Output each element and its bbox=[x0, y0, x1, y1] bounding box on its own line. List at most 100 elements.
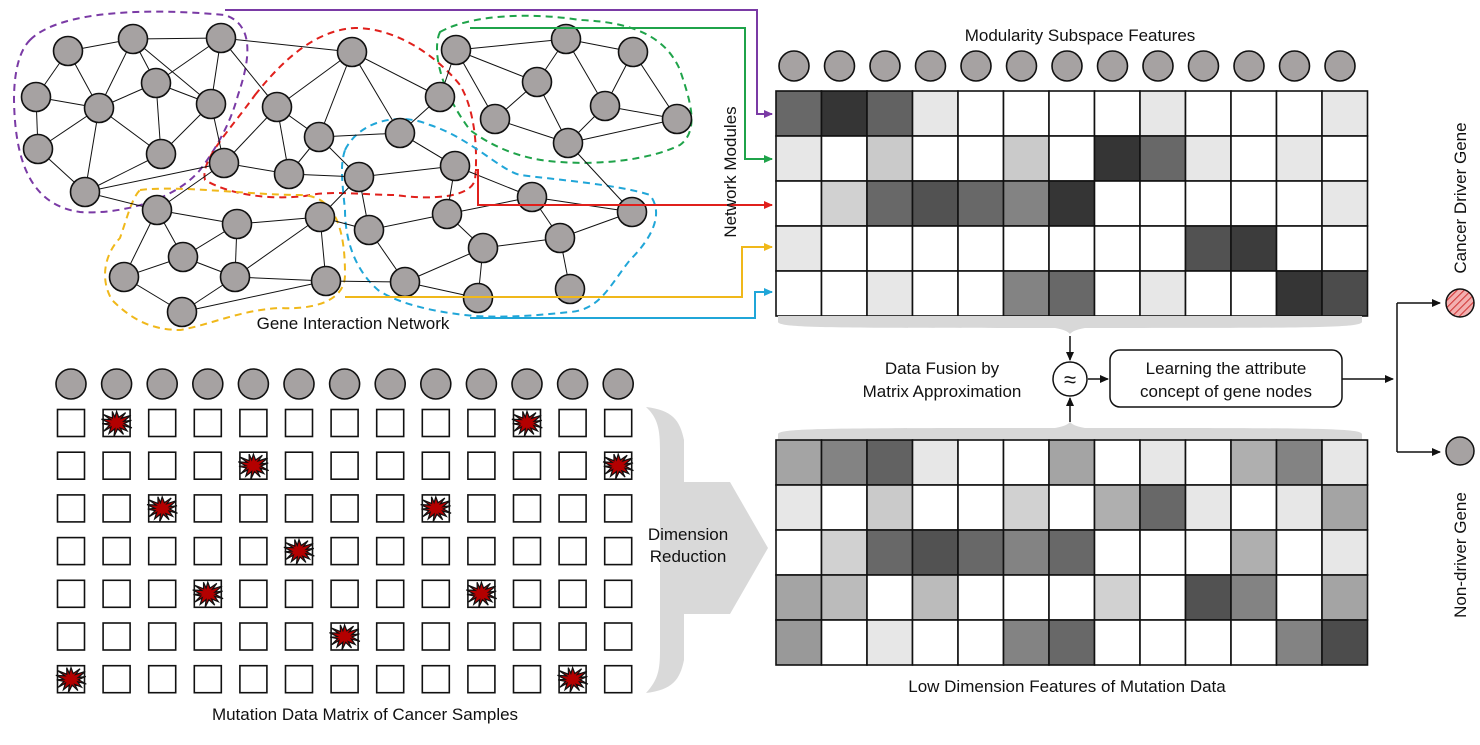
mutation-cell bbox=[512, 579, 542, 609]
gene-node bbox=[616, 196, 648, 228]
gene-node bbox=[205, 22, 237, 54]
mutation-cell bbox=[56, 536, 86, 566]
modularity-matrix-cell bbox=[1321, 225, 1369, 272]
modularity-matrix-cell bbox=[1275, 180, 1323, 227]
gene-node bbox=[273, 158, 305, 190]
mutation-cell bbox=[375, 622, 405, 651]
dimension-reduction-arrow bbox=[646, 407, 768, 693]
mutation-cell bbox=[147, 622, 177, 651]
module-arrow-cyan bbox=[470, 288, 773, 319]
low-dimension-matrix-cell bbox=[1139, 619, 1187, 666]
low-dimension-matrix-cell bbox=[820, 619, 868, 666]
mutation-cell bbox=[193, 408, 223, 438]
feature-gene-node bbox=[1051, 50, 1083, 82]
modularity-features-title: Modularity Subspace Features bbox=[965, 26, 1196, 45]
mutation-cell bbox=[102, 579, 131, 609]
non-driver-gene-node bbox=[1445, 436, 1475, 466]
feature-gene-node bbox=[823, 50, 856, 82]
mutation-cell bbox=[558, 451, 587, 481]
feature-gene-node bbox=[1005, 50, 1038, 82]
low-dimension-matrix-cell bbox=[1002, 484, 1050, 531]
mutation-cell bbox=[467, 408, 496, 438]
mutation-cell bbox=[558, 408, 587, 438]
modularity-matrix-cell bbox=[1275, 225, 1323, 272]
low-dimension-matrix-cell bbox=[911, 619, 959, 666]
cancer-driver-gene-node bbox=[1445, 288, 1475, 318]
gene-node bbox=[550, 23, 582, 55]
gene-node bbox=[304, 201, 336, 233]
mutation-cell bbox=[467, 494, 496, 523]
module-arrow-yellow bbox=[345, 243, 773, 298]
low-dimension-matrix-cell bbox=[1230, 619, 1278, 666]
mutation-cell bbox=[603, 664, 633, 694]
gene-node bbox=[52, 35, 84, 67]
gene-network-label: Gene Interaction Network bbox=[257, 314, 450, 333]
mutation-cell bbox=[421, 408, 451, 438]
modularity-matrix-cell bbox=[1048, 90, 1096, 137]
low-dimension-matrix-cell bbox=[1093, 484, 1141, 531]
gene-node bbox=[303, 121, 335, 153]
modularity-matrix-cell bbox=[775, 225, 823, 272]
modularity-matrix-cell bbox=[1002, 180, 1050, 227]
mutation-cell bbox=[421, 579, 451, 609]
mutation-cell bbox=[467, 451, 496, 481]
network-edge bbox=[567, 118, 678, 144]
mutation-cell bbox=[375, 494, 405, 523]
low-dimension-matrix-cell bbox=[911, 529, 959, 576]
gene-node bbox=[589, 90, 621, 122]
mutation-cell bbox=[239, 408, 268, 438]
gene-node bbox=[617, 36, 649, 68]
modularity-matrix-cell bbox=[775, 135, 823, 182]
low-dimension-matrix-cell bbox=[866, 619, 914, 666]
gene-node bbox=[261, 91, 293, 123]
mutation-cell bbox=[239, 622, 268, 651]
low-dimension-matrix-cell bbox=[1093, 619, 1141, 666]
mutation-cell bbox=[102, 451, 131, 481]
mutation-cell bbox=[558, 622, 587, 651]
modularity-matrix-cell bbox=[957, 90, 1005, 137]
mutation-mark bbox=[146, 494, 178, 523]
gene-node bbox=[219, 261, 251, 293]
mutation-cell bbox=[375, 408, 405, 438]
modularity-matrix-cell bbox=[1321, 180, 1369, 227]
gene-node bbox=[141, 194, 173, 226]
sample-gene-node bbox=[556, 368, 589, 400]
gene-node bbox=[22, 133, 54, 165]
network-edge bbox=[351, 51, 401, 134]
network-edge bbox=[351, 51, 441, 98]
low-dimension-matrix-cell bbox=[1275, 529, 1323, 576]
gene-node bbox=[389, 266, 421, 298]
low-dimension-matrix-cell bbox=[1275, 619, 1323, 666]
mutation-cell bbox=[284, 408, 314, 438]
sample-gene-node bbox=[55, 368, 87, 400]
modularity-matrix-cell bbox=[1184, 135, 1232, 182]
low-dimension-matrix-cell bbox=[1093, 529, 1141, 576]
gene-node bbox=[521, 66, 553, 98]
low-dimension-matrix-cell bbox=[911, 574, 959, 621]
mutation-matrix-label: Mutation Data Matrix of Cancer Samples bbox=[212, 705, 518, 724]
mutation-cell bbox=[375, 664, 405, 694]
sample-gene-node bbox=[192, 368, 224, 400]
mutation-cell bbox=[603, 622, 633, 651]
gene-node bbox=[479, 103, 511, 135]
low-dimension-matrix-cell bbox=[1048, 619, 1096, 666]
low-dimension-matrix-cell bbox=[1321, 619, 1369, 666]
modularity-matrix-cell bbox=[1093, 135, 1141, 182]
mutation-mark bbox=[55, 665, 87, 694]
mutation-cell bbox=[284, 451, 314, 481]
mutation-cell bbox=[467, 622, 496, 651]
modularity-matrix-cell bbox=[866, 270, 914, 317]
modularity-matrix-cell bbox=[911, 270, 959, 317]
modularity-matrix-cell bbox=[866, 225, 914, 272]
gene-node bbox=[108, 261, 140, 293]
mutation-cell bbox=[239, 536, 268, 566]
gene-node bbox=[431, 198, 463, 230]
gene-node bbox=[424, 81, 456, 113]
mutation-cell bbox=[147, 536, 177, 566]
low-dimension-matrix-cell bbox=[775, 484, 823, 531]
modularity-matrix-cell bbox=[820, 90, 868, 137]
module-arrow-red bbox=[475, 169, 773, 209]
sample-gene-node bbox=[283, 368, 315, 400]
mutation-cell bbox=[284, 622, 314, 651]
gene-node bbox=[20, 81, 52, 113]
